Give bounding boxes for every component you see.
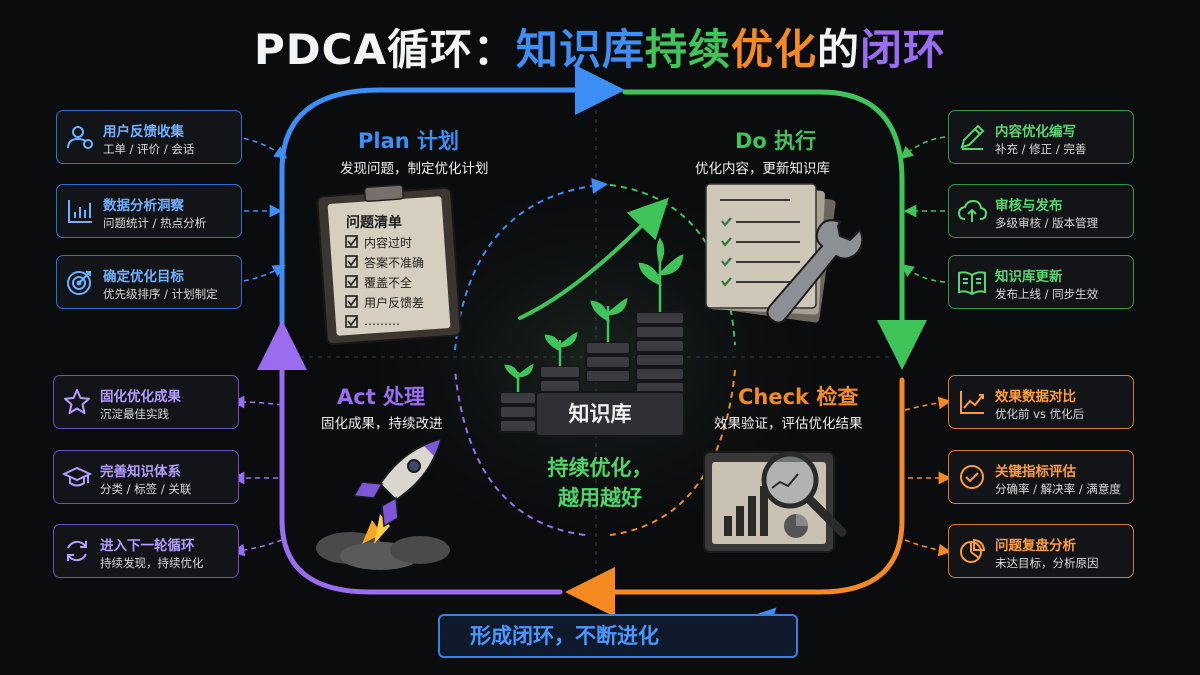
dashboard-magnifier-illustration	[703, 451, 847, 553]
card-problem-review[interactable]: 问题复盘分析 未达目标，分析原因	[948, 524, 1134, 578]
clipboard-item-3: 覆盖不全	[364, 276, 413, 290]
card-data-comparison[interactable]: 效果数据对比 优化前 vs 优化后	[948, 375, 1134, 429]
card-content-writing[interactable]: 内容优化编写 补充 / 修正 / 完善	[948, 110, 1134, 164]
slogan-line-1: 持续优化，	[547, 456, 653, 480]
card-title: 效果数据对比	[995, 389, 1076, 405]
card-title: 问题复盘分析	[995, 538, 1076, 554]
title-part-5: 的	[817, 25, 861, 74]
card-subtitle: 多级审核 / 版本管理	[995, 216, 1099, 230]
card-title: 完善知识体系	[100, 464, 181, 480]
card-subtitle: 未达目标，分析原因	[995, 556, 1099, 570]
card-user-feedback[interactable]: 用户反馈收集 工单 / 评价 / 会话	[56, 110, 242, 164]
plan-subtitle: 发现问题，制定优化计划	[340, 161, 489, 177]
card-subtitle: 优先级排序 / 计划制定	[103, 287, 218, 301]
card-subtitle: 补充 / 修正 / 完善	[995, 142, 1087, 156]
card-subtitle: 分类 / 标签 / 关联	[100, 482, 192, 496]
inner-loop-check	[609, 369, 736, 536]
bar-chart-icon	[68, 200, 92, 223]
clipboard-illustration	[316, 184, 462, 346]
title-part-6: 闭环	[860, 25, 947, 74]
card-title: 进入下一轮循环	[100, 538, 195, 554]
line-chart-icon	[960, 391, 984, 414]
clipboard-item-1: 内容过时	[364, 236, 413, 250]
card-data-analysis[interactable]: 数据分析洞察 问题统计 / 热点分析	[56, 184, 242, 238]
check-subtitle: 效果验证，评估优化结果	[714, 416, 863, 432]
graduation-cap-icon	[62, 466, 92, 487]
clipboard-item-2: 答案不准确	[364, 256, 425, 270]
card-subtitle: 工单 / 评价 / 会话	[103, 142, 195, 156]
closing-banner	[438, 614, 798, 658]
card-solidify-results[interactable]: 固化优化成果 沉淀最佳实践	[53, 375, 239, 429]
card-title: 固化优化成果	[100, 389, 181, 405]
card-kb-update[interactable]: 知识库更新 发布上线 / 同步生效	[948, 255, 1134, 309]
card-next-cycle[interactable]: 进入下一轮循环 持续发现，持续优化	[53, 524, 239, 578]
card-review-publish[interactable]: 审核与发布 多级审核 / 版本管理	[948, 184, 1134, 238]
inner-loop-plan	[454, 177, 608, 351]
refresh-icon	[67, 540, 87, 562]
knowledge-base-illustration	[499, 237, 685, 437]
documents-wrench-illustration	[705, 183, 864, 324]
act-subtitle: 固化成果，持续改进	[321, 416, 443, 432]
title-part-3: 持续	[644, 25, 731, 74]
cloud-upload-icon	[957, 199, 987, 222]
banner-text: 形成闭环，不断进化	[470, 624, 659, 648]
plan-title: Plan 计划	[358, 129, 460, 153]
card-title: 确定优化目标	[103, 269, 184, 285]
card-title: 知识库更新	[995, 269, 1063, 285]
user-icon	[67, 126, 93, 149]
card-improve-system[interactable]: 完善知识体系 分类 / 标签 / 关联	[53, 450, 239, 504]
card-subtitle: 持续发现，持续优化	[100, 556, 204, 570]
page-title: PDCA循环：知识库持续优化的闭环	[0, 16, 1200, 77]
inner-loop-act	[454, 369, 586, 536]
do-arrow	[622, 89, 927, 370]
card-subtitle: 分确率 / 解决率 / 满意度	[995, 482, 1121, 496]
card-subtitle: 问题统计 / 热点分析	[103, 216, 207, 230]
growth-arrow	[518, 197, 669, 320]
slogan-line-2: 越用越好	[558, 486, 642, 510]
star-icon	[64, 389, 90, 414]
pie-chart-icon	[960, 538, 986, 563]
title-part-4: 优化	[730, 25, 817, 74]
target-icon	[67, 271, 91, 295]
clipboard-title: 问题清单	[346, 215, 402, 231]
card-title: 关键指标评估	[995, 464, 1076, 480]
card-title: 内容优化编写	[995, 124, 1076, 140]
check-circle-icon	[960, 465, 984, 489]
pencil-icon	[960, 124, 985, 150]
book-icon	[958, 271, 986, 296]
card-subtitle: 沉淀最佳实践	[100, 407, 169, 421]
clipboard-item-4: 用户反馈差	[364, 296, 425, 310]
card-title: 用户反馈收集	[103, 124, 184, 140]
card-title: 数据分析洞察	[103, 198, 184, 214]
card-set-goals[interactable]: 确定优化目标 优先级排序 / 计划制定	[56, 255, 242, 309]
card-subtitle: 发布上线 / 同步生效	[995, 287, 1099, 301]
act-title: Act 处理	[337, 385, 426, 409]
do-title: Do 执行	[735, 129, 817, 153]
inner-loop-do	[609, 184, 736, 346]
title-part-1: PDCA循环：	[253, 25, 516, 74]
act-arrow	[257, 320, 563, 595]
check-title: Check 检查	[738, 385, 859, 409]
clipboard-item-5: ………	[364, 314, 400, 328]
knowledge-base-label: 知识库	[568, 402, 632, 426]
card-subtitle: 优化前 vs 优化后	[995, 407, 1085, 421]
card-title: 审核与发布	[995, 198, 1063, 214]
rocket-illustration	[316, 438, 450, 570]
title-part-2: 知识库	[515, 25, 645, 74]
check-arrow	[565, 377, 905, 617]
card-kpi-evaluation[interactable]: 关键指标评估 分确率 / 解决率 / 满意度	[948, 450, 1134, 504]
plan-arrow	[279, 65, 625, 333]
do-subtitle: 优化内容，更新知识库	[695, 161, 830, 177]
